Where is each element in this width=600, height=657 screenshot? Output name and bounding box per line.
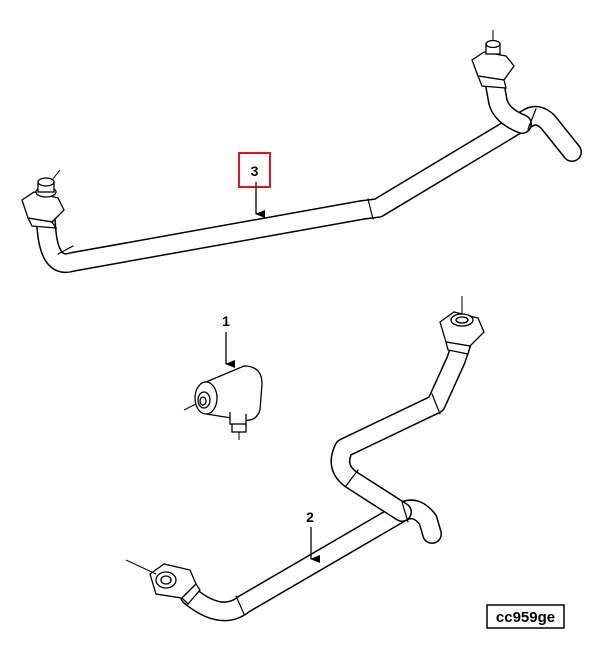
reference-code-box: cc959ge — [486, 604, 565, 629]
hex-nut-fitting — [471, 30, 515, 89]
highlight-box — [238, 152, 271, 188]
callout-label-1: 1 — [222, 313, 230, 329]
callout-2: 2 — [306, 509, 320, 563]
reference-code: cc959ge — [496, 609, 555, 626]
hex-nut-fitting — [125, 559, 201, 605]
hex-nut-fitting — [439, 296, 485, 355]
tube-part-3 — [36, 70, 582, 274]
hex-nut-fitting — [21, 169, 65, 229]
callout-1: 1 — [222, 313, 235, 368]
callout-3: 3 — [238, 152, 271, 218]
callout-label-3: 3 — [251, 163, 259, 179]
elbow-fitting-part-1 — [183, 365, 263, 440]
callout-label-2: 2 — [306, 509, 314, 525]
tube-part-2 — [180, 332, 472, 622]
